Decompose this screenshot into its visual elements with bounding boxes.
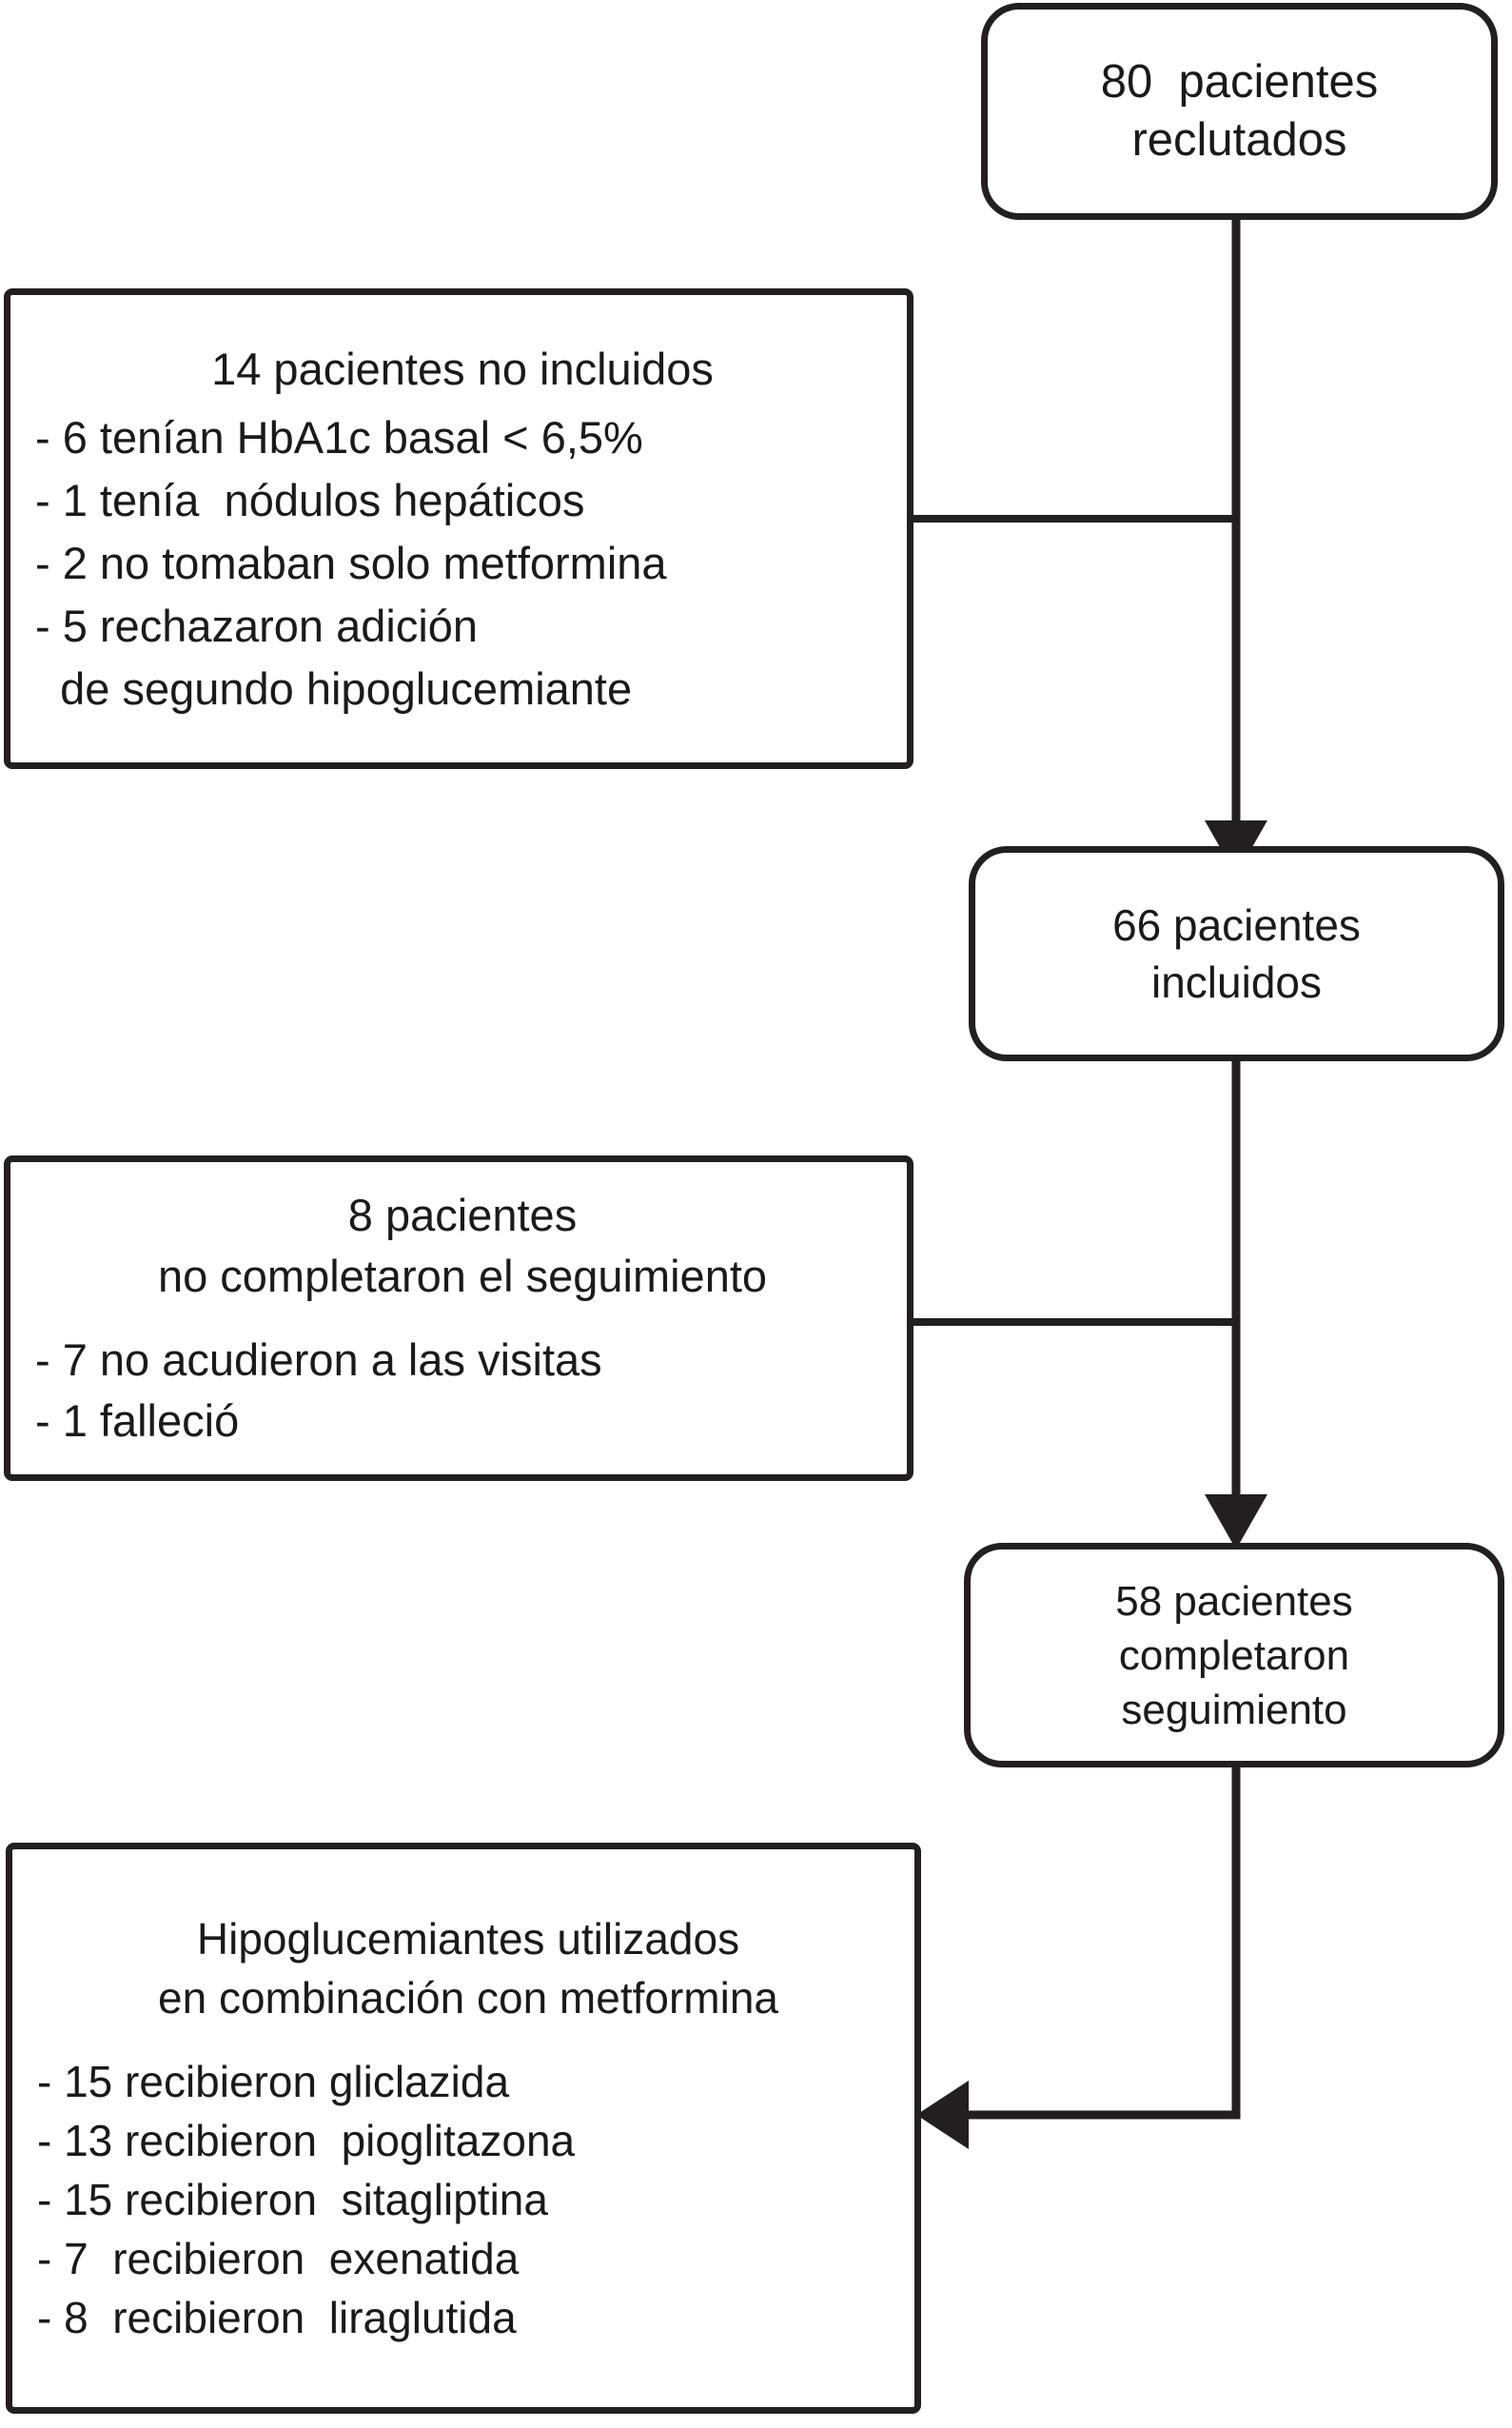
node-excluded-item-1: - 6 tenían HbA1c basal < 6,5% xyxy=(35,411,643,463)
node-recruited-line-1: 80 pacientes xyxy=(1100,56,1379,108)
node-dropout-item-1: - 7 no acudieron a las visitas xyxy=(35,1334,602,1385)
node-excluded-item-3: - 2 no tomaban solo metformina xyxy=(35,537,667,588)
node-drugs-item-2: - 13 recibieron pioglitazona xyxy=(37,2116,576,2165)
node-excluded-item-2: - 1 tenía nódulos hepáticos xyxy=(35,474,585,525)
node-drugs-item-3: - 15 recibieron sitagliptina xyxy=(37,2175,548,2224)
node-completed-line-1: 58 pacientes xyxy=(1115,1577,1353,1625)
node-dropout-title-line-2: no completaron el seguimiento xyxy=(157,1251,768,1301)
node-excluded-title-line-1: 14 pacientes no incluidos xyxy=(211,343,714,394)
node-recruited[interactable]: 80 pacientes reclutados xyxy=(981,3,1498,220)
node-excluded-item-4: - 5 rechazaron adición xyxy=(35,600,479,651)
node-completed[interactable]: 58 pacientes completaron seguimiento xyxy=(964,1543,1504,1767)
node-excluded-item-5: de segundo hipoglucemiante xyxy=(35,662,633,714)
node-excluded-items: - 6 tenían HbA1c basal < 6,5% - 1 tenía … xyxy=(35,406,890,721)
node-recruited-line-2: reclutados xyxy=(1131,114,1347,166)
node-excluded[interactable]: 14 pacientes no incluidos - 6 tenían HbA… xyxy=(4,288,913,769)
node-drugs-item-4: - 7 recibieron exenatida xyxy=(37,2234,520,2283)
node-dropout-title-line-1: 8 pacientes xyxy=(347,1190,578,1240)
node-excluded-title: 14 pacientes no incluidos xyxy=(35,338,890,406)
node-included-line-1: 66 pacientes xyxy=(1112,900,1361,950)
node-dropout-items: - 7 no acudieron a las visitas - 1 falle… xyxy=(35,1330,890,1451)
node-dropout-item-2: - 1 falleció xyxy=(35,1395,240,1446)
node-included[interactable]: 66 pacientes incluidos xyxy=(969,846,1504,1061)
edge-completed-to-drugs xyxy=(969,1767,1241,2120)
node-completed-line-2: completaron xyxy=(1118,1631,1350,1679)
node-dropout-title: 8 pacientes no completaron el seguimient… xyxy=(35,1185,890,1307)
node-drugs-items: - 15 recibieron gliclazida - 13 recibier… xyxy=(37,2052,899,2347)
node-included-line-2: incluidos xyxy=(1151,957,1322,1007)
node-drugs-title-line-1: Hipoglucemiantes utilizados xyxy=(196,1914,740,1964)
node-dropout[interactable]: 8 pacientes no completaron el seguimient… xyxy=(4,1155,913,1481)
node-drugs-item-5: - 8 recibieron liraglutida xyxy=(37,2293,517,2342)
node-drugs-title: Hipoglucemiantes utilizados en combinaci… xyxy=(37,1909,899,2027)
node-drugs-title-line-2: en combinación con metformina xyxy=(158,1973,778,2023)
arrowhead-left-drugs xyxy=(916,2081,969,2149)
node-completed-line-3: seguimiento xyxy=(1121,1686,1347,1733)
node-drugs[interactable]: Hipoglucemiantes utilizados en combinaci… xyxy=(6,1843,921,2414)
arrowhead-down-completed xyxy=(1205,1494,1267,1550)
node-drugs-item-1: - 15 recibieron gliclazida xyxy=(37,2057,510,2106)
